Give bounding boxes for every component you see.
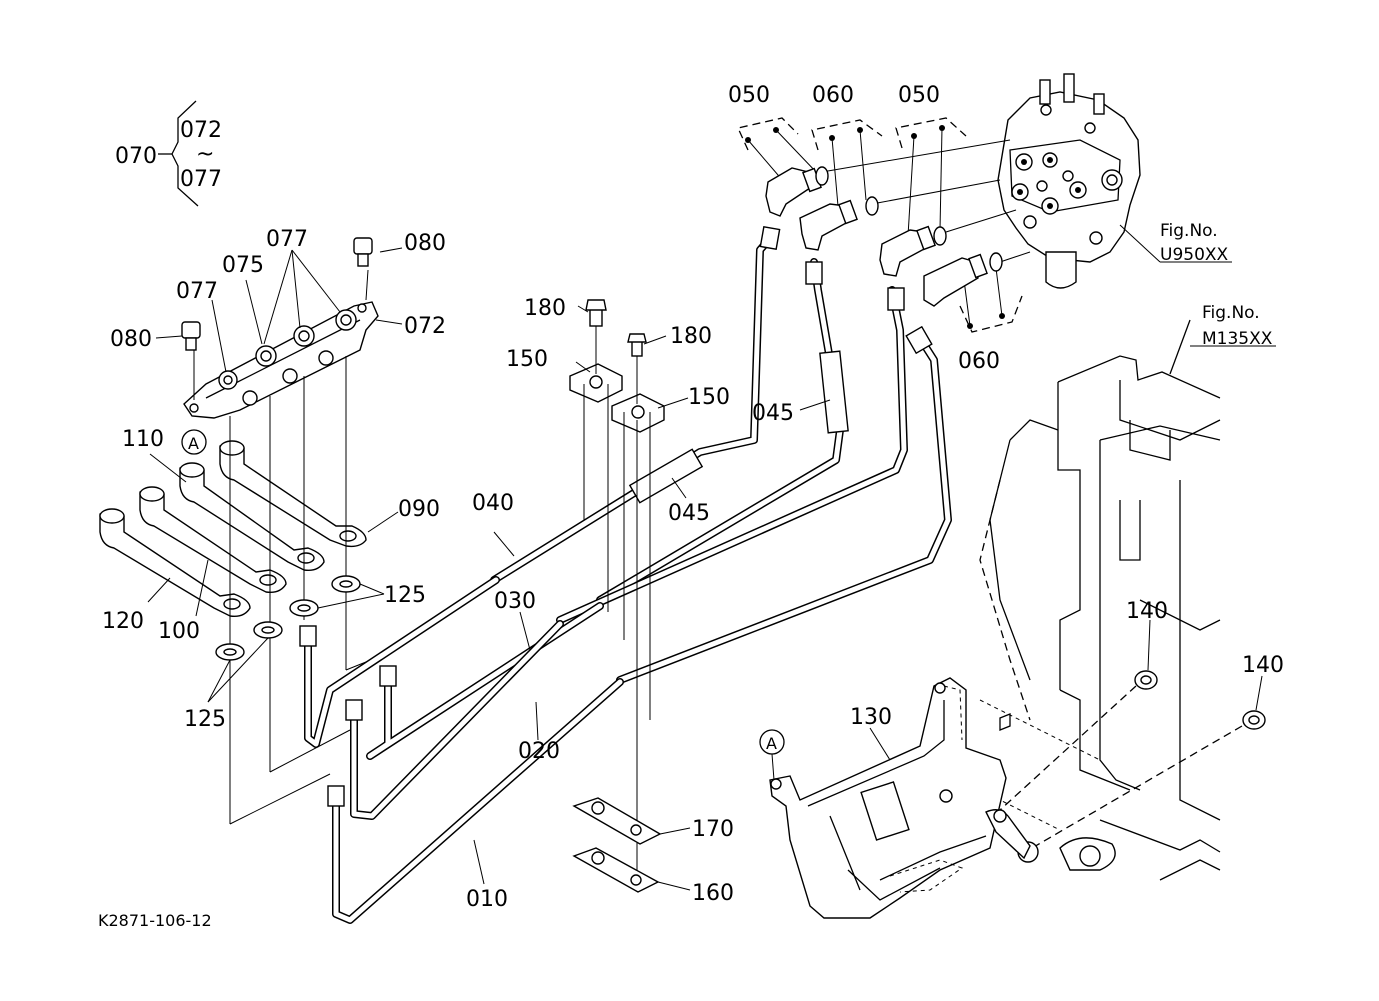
label-077-left: 077	[176, 279, 218, 304]
machine-frame	[959, 319, 1276, 881]
label-130: 130	[850, 705, 892, 730]
label-020: 020	[518, 739, 560, 764]
elbow-fittings-group: 050 060 050 060	[728, 83, 1031, 374]
label-070: 070	[115, 144, 157, 169]
reference-a-right: A	[759, 729, 785, 781]
label-125-right: 125	[384, 583, 426, 608]
label-060-bottom: 060	[958, 349, 1000, 374]
figref-u950-line2: U950XX	[1160, 245, 1229, 265]
label-050-right: 050	[898, 83, 940, 108]
hose-assemblies	[490, 225, 952, 684]
label-160: 160	[692, 881, 734, 906]
group-bracket-070: 070 072 ~ 077	[115, 100, 222, 207]
washers-125	[207, 575, 385, 703]
label-140-left: 140	[1126, 599, 1168, 624]
label-100: 100	[158, 619, 200, 644]
label-125-left: 125	[184, 707, 226, 732]
figref-m135-line1: Fig.No.	[1202, 303, 1260, 323]
label-030: 030	[494, 589, 536, 614]
label-170: 170	[692, 817, 734, 842]
figref-m135-line2: M135XX	[1202, 329, 1273, 349]
label-090: 090	[398, 497, 440, 522]
figref-u950-line1: Fig.No.	[1160, 221, 1218, 241]
label-150-right: 150	[688, 385, 730, 410]
diagram-code: K2871-106-12	[98, 911, 212, 930]
label-040: 040	[472, 491, 514, 516]
label-tilde: ~	[196, 142, 214, 167]
banjo-lines	[99, 440, 399, 618]
label-060-top: 060	[812, 83, 854, 108]
label-075: 075	[222, 253, 264, 278]
label-110: 110	[122, 427, 164, 452]
label-010: 010	[466, 887, 508, 912]
label-045-left: 045	[668, 501, 710, 526]
label-045-right: 045	[752, 401, 794, 426]
label-077-group: 077	[180, 167, 222, 192]
clamps-and-bolts	[569, 299, 689, 880]
steel-pipes	[299, 531, 624, 924]
label-120: 120	[102, 609, 144, 634]
ref-a-left-text: A	[188, 434, 199, 453]
label-140-right: 140	[1242, 653, 1284, 678]
label-050-left: 050	[728, 83, 770, 108]
manifold-drop-lines	[229, 356, 387, 825]
nuts-140	[999, 619, 1266, 849]
manifold-block	[155, 237, 403, 419]
label-180-left: 180	[524, 296, 566, 321]
ref-a-right-text: A	[766, 734, 777, 753]
label-180-right: 180	[670, 324, 712, 349]
label-080-top: 080	[404, 231, 446, 256]
label-150-left: 150	[506, 347, 548, 372]
bracket-130	[769, 677, 1039, 919]
label-072: 072	[404, 314, 446, 339]
label-072-group: 072	[180, 118, 222, 143]
plates	[572, 797, 691, 893]
reference-a-left: A	[181, 429, 207, 455]
label-080-left: 080	[110, 327, 152, 352]
control-valve-body	[997, 73, 1232, 289]
label-077-top: 077	[266, 227, 308, 252]
